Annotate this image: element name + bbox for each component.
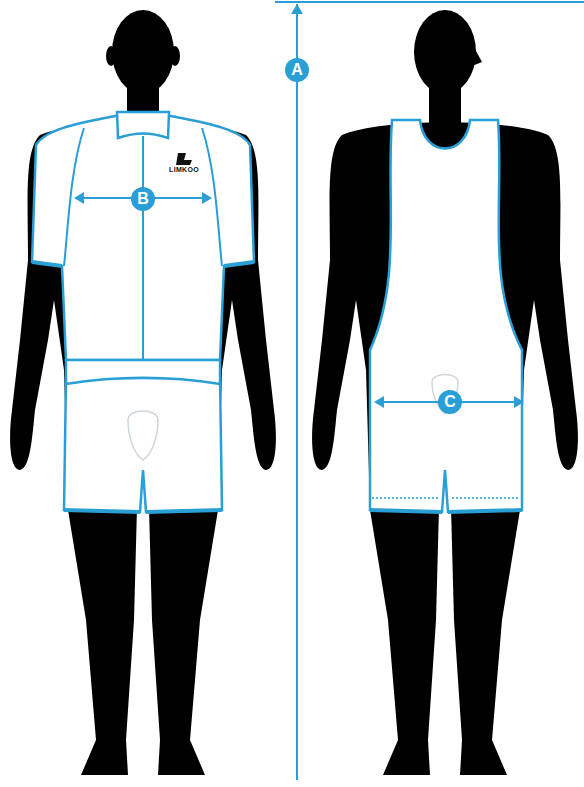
callout-letter: B <box>137 191 149 207</box>
height-line <box>296 4 298 780</box>
callout-circle <box>285 58 309 82</box>
front-figure <box>10 10 276 775</box>
callout-letter: A <box>291 62 303 78</box>
back-figure <box>312 10 578 775</box>
callout-circle <box>438 390 462 414</box>
callout-letter: C <box>444 394 456 410</box>
brand-logo: LIMKOO <box>169 166 199 174</box>
arrow-head <box>291 4 303 14</box>
callout-circle <box>131 187 155 211</box>
top-line <box>275 1 584 3</box>
